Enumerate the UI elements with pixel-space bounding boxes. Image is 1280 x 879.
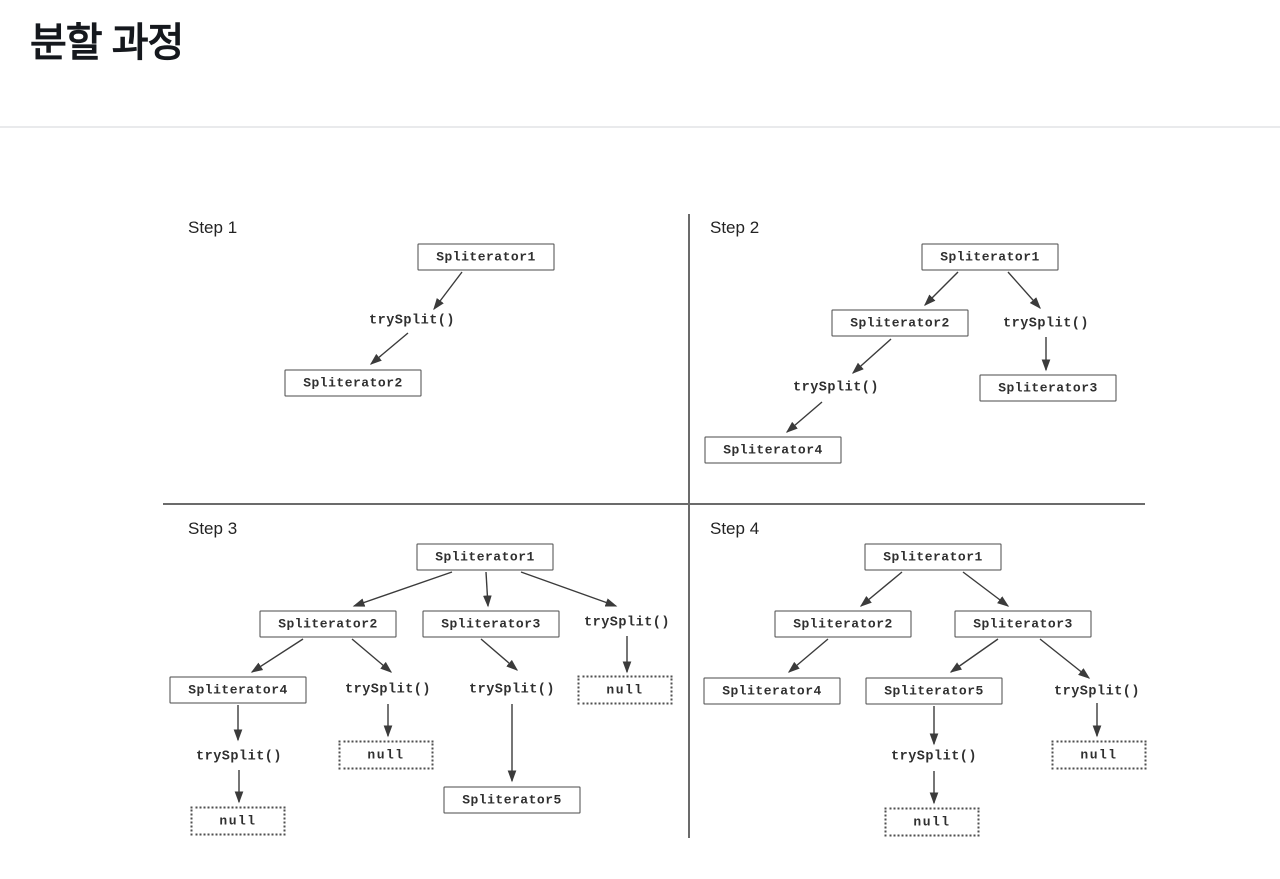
spliterator1-box: Spliterator1 — [417, 243, 555, 271]
arrow — [433, 271, 463, 311]
step-label-step-1: Step 1 — [188, 218, 238, 237]
trysplit-label: trySplit() — [365, 311, 459, 331]
spliterator5-box: Spliterator5 — [443, 786, 581, 814]
trysplit-label: trySplit() — [341, 680, 435, 700]
arrow — [351, 638, 393, 673]
null-box: null — [884, 807, 980, 837]
step-label-step-2: Step 2 — [710, 218, 760, 237]
arrow — [949, 638, 999, 673]
arrow — [785, 401, 823, 433]
spliterator2-box: Spliterator2 — [284, 369, 422, 397]
spliterator5-box: Spliterator5 — [865, 677, 1003, 705]
spliterator4-box: Spliterator4 — [704, 436, 842, 464]
trysplit-label: trySplit() — [580, 613, 674, 633]
null-box: null — [577, 675, 673, 705]
trysplit-label: trySplit() — [999, 314, 1093, 334]
trysplit-label: trySplit() — [1050, 682, 1144, 702]
trysplit-label: trySplit() — [192, 747, 286, 767]
arrow — [480, 638, 519, 671]
null-box: null — [1051, 740, 1147, 770]
page-title: 분할 과정 — [30, 21, 184, 65]
spliterator1-box: Spliterator1 — [864, 543, 1002, 571]
step-label-step-3: Step 3 — [188, 519, 238, 538]
arrow — [1007, 271, 1041, 310]
section-divider — [0, 126, 1280, 128]
arrow — [520, 571, 618, 607]
null-box: null — [338, 740, 434, 770]
quadrant-divider-horizontal — [163, 503, 1145, 505]
spliterator2-box: Spliterator2 — [774, 610, 912, 638]
spliterator4-box: Spliterator4 — [703, 677, 841, 705]
arrow — [1039, 638, 1091, 679]
spliterator3-box: Spliterator3 — [979, 374, 1117, 402]
arrow — [483, 571, 492, 608]
arrow — [787, 638, 829, 673]
trysplit-label: trySplit() — [789, 378, 883, 398]
spliterator2-box: Spliterator2 — [831, 309, 969, 337]
arrow — [352, 571, 453, 607]
arrow — [851, 338, 892, 374]
arrow — [369, 332, 409, 365]
arrow — [924, 271, 959, 306]
trysplit-label: trySplit() — [465, 680, 559, 700]
null-box: null — [190, 806, 286, 836]
arrow — [962, 571, 1010, 607]
spliterator1-box: Spliterator1 — [921, 243, 1059, 271]
spliterator3-box: Spliterator3 — [954, 610, 1092, 638]
spliterator2-box: Spliterator2 — [259, 610, 397, 638]
arrow — [859, 571, 903, 607]
trysplit-label: trySplit() — [887, 747, 981, 767]
spliterator4-box: Spliterator4 — [169, 676, 307, 704]
quadrant-divider-vertical — [688, 214, 690, 838]
step-label-step-4: Step 4 — [710, 519, 760, 538]
spliterator1-box: Spliterator1 — [416, 543, 554, 571]
arrow — [250, 638, 304, 673]
spliterator3-box: Spliterator3 — [422, 610, 560, 638]
